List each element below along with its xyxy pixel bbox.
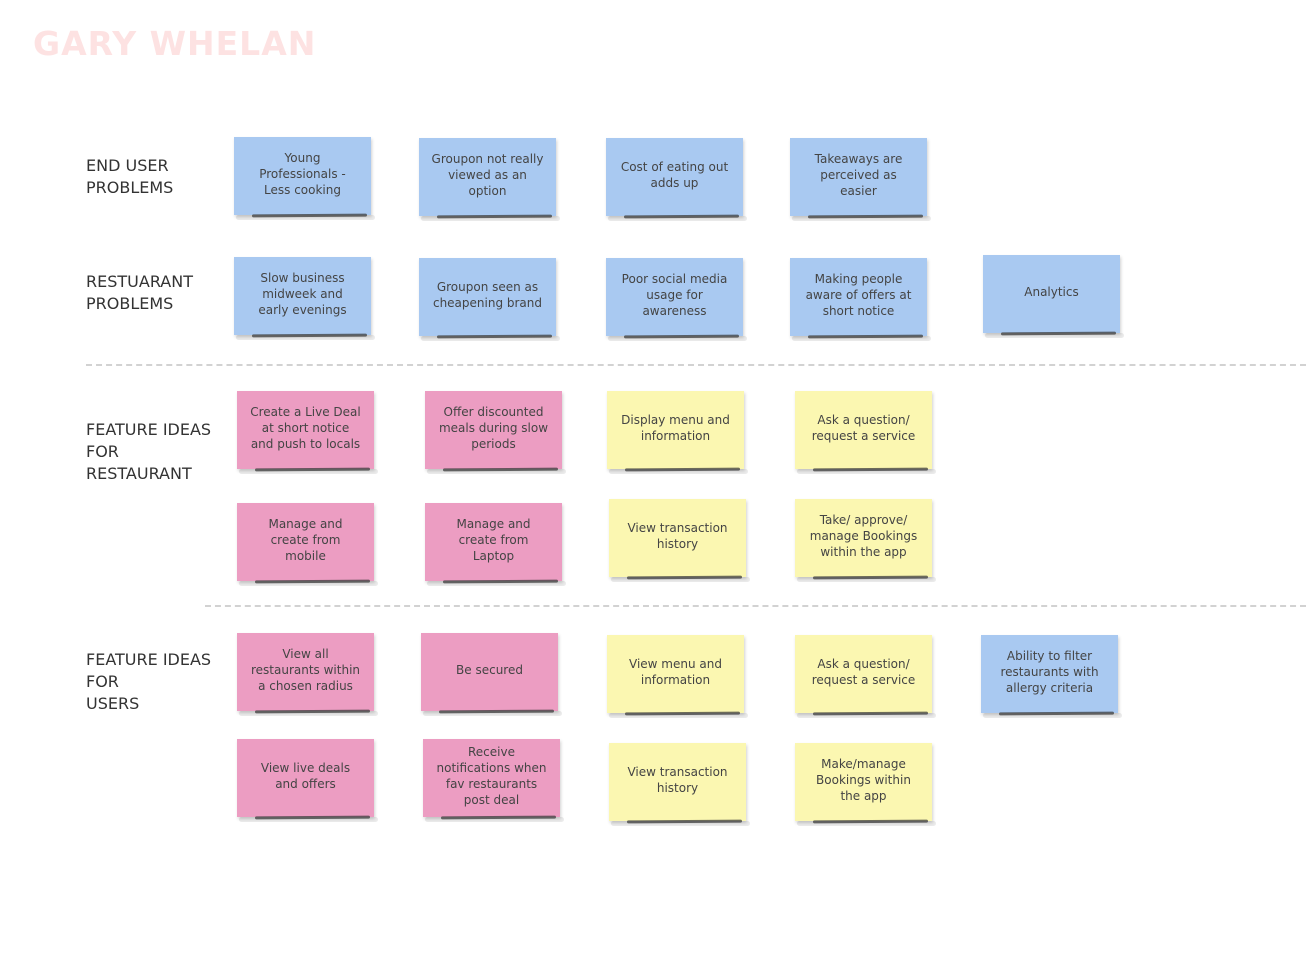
sticky-note-text: Take/ approve/ manage Bookings within th… — [809, 513, 918, 559]
label-end-user-problems: END USER PROBLEMS — [86, 156, 174, 197]
sticky-note[interactable]: Making people aware of offers at short n… — [790, 258, 931, 341]
sticky-note[interactable]: Receive notifications when fav restauran… — [423, 739, 564, 822]
sticky-note[interactable]: Groupon seen as cheapening brand — [419, 258, 560, 341]
section-divider-1 — [86, 364, 1306, 366]
sticky-note[interactable]: Ability to filter restaurants with aller… — [981, 635, 1122, 718]
sticky-note-text: Create a Live Deal at short notice and p… — [250, 405, 361, 451]
sticky-note[interactable]: Manage and create from mobile — [237, 503, 378, 586]
sticky-note[interactable]: Slow business midweek and early evenings — [234, 257, 375, 340]
sticky-note[interactable]: Analytics — [983, 255, 1124, 338]
sticky-note-text: View live deals and offers — [260, 761, 351, 791]
label-restaurant-problems: RESTUARANT PROBLEMS — [86, 272, 193, 313]
sticky-note-text: Offer discounted meals during slow perio… — [438, 405, 549, 451]
sticky-note-text: Ask a question/ request a service — [811, 413, 916, 443]
sticky-note[interactable]: View transaction history — [609, 743, 750, 826]
sticky-note[interactable]: View transaction history — [609, 499, 750, 582]
sticky-note-text: Groupon seen as cheapening brand — [432, 280, 543, 310]
sticky-note[interactable]: Poor social media usage for awareness — [606, 258, 747, 341]
sticky-note-text: Manage and create from Laptop — [456, 517, 531, 563]
sticky-note[interactable]: Be secured — [421, 633, 562, 716]
sticky-note[interactable]: View all restaurants within a chosen rad… — [237, 633, 378, 716]
sticky-note-text: View transaction history — [627, 765, 728, 795]
sticky-note[interactable]: View live deals and offers — [237, 739, 378, 822]
sticky-note-text: Making people aware of offers at short n… — [805, 272, 912, 318]
sticky-note-text: Be secured — [456, 663, 523, 677]
sticky-note-text: Analytics — [1024, 285, 1079, 299]
sticky-note-text: View menu and information — [629, 657, 722, 687]
section-divider-2 — [205, 605, 1306, 607]
board-title: GARY WHELAN — [33, 24, 317, 63]
sticky-note-text: Young Professionals - Less cooking — [259, 151, 346, 197]
label-feature-ideas-restaurant: FEATURE IDEAS FOR RESTAURANT — [86, 420, 212, 483]
sticky-note-text: Takeaways are perceived as easier — [814, 152, 903, 198]
sticky-note-text: View all restaurants within a chosen rad… — [250, 647, 361, 693]
sticky-note-text: Manage and create from mobile — [268, 517, 343, 563]
label-feature-ideas-users: FEATURE IDEAS FOR USERS — [86, 650, 212, 713]
sticky-note[interactable]: Young Professionals - Less cooking — [234, 137, 375, 220]
sticky-note[interactable]: Offer discounted meals during slow perio… — [425, 391, 566, 474]
sticky-note-text: Ask a question/ request a service — [811, 657, 916, 687]
sticky-note[interactable]: Groupon not really viewed as an option — [419, 138, 560, 221]
sticky-note-text: View transaction history — [627, 521, 728, 551]
sticky-note[interactable]: Takeaways are perceived as easier — [790, 138, 931, 221]
sticky-note[interactable]: Take/ approve/ manage Bookings within th… — [795, 499, 936, 582]
sticky-note[interactable]: Manage and create from Laptop — [425, 503, 566, 586]
sticky-note-text: Cost of eating out adds up — [620, 160, 729, 190]
sticky-note[interactable]: Ask a question/ request a service — [795, 635, 936, 718]
sticky-note[interactable]: View menu and information — [607, 635, 748, 718]
sticky-note-text: Receive notifications when fav restauran… — [436, 745, 547, 807]
sticky-note[interactable]: Cost of eating out adds up — [606, 138, 747, 221]
sticky-note-text: Slow business midweek and early evenings — [258, 271, 347, 317]
sticky-note[interactable]: Display menu and information — [607, 391, 748, 474]
sticky-note[interactable]: Make/manage Bookings within the app — [795, 743, 936, 826]
sticky-note[interactable]: Create a Live Deal at short notice and p… — [237, 391, 378, 474]
sticky-note-text: Poor social media usage for awareness — [621, 272, 728, 318]
sticky-note-text: Groupon not really viewed as an option — [431, 152, 544, 198]
sticky-note[interactable]: Ask a question/ request a service — [795, 391, 936, 474]
sticky-note-text: Make/manage Bookings within the app — [816, 757, 911, 803]
sticky-note-text: Display menu and information — [621, 413, 730, 443]
sticky-note-text: Ability to filter restaurants with aller… — [1000, 649, 1099, 695]
